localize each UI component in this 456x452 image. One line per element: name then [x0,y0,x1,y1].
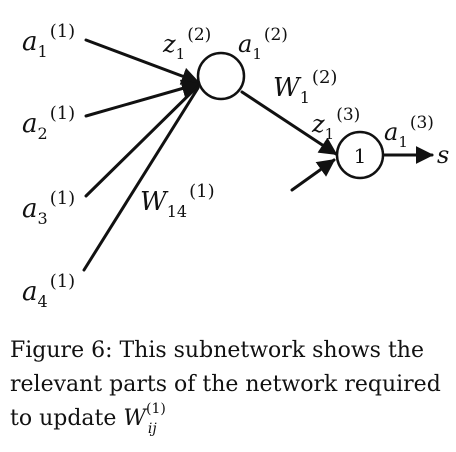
hidden-node [196,51,246,101]
output-node-label: 1 [354,144,367,168]
label-a1-layer2: a1(2) [238,25,288,63]
edge-hidden-to-output [240,90,338,156]
edge-a2-to-hidden [84,79,200,118]
edge-bias-to-output [290,158,336,192]
edge-a4-to-hidden [82,86,200,272]
output-symbol-s: s [437,141,449,169]
label-a1-layer3: a1(3) [384,113,434,151]
label-w1-layer2: W1(2) [273,67,337,107]
label-a1-layer1: a1(1) [22,21,75,61]
label-a3-layer1: a3(1) [22,188,75,228]
caption-math-wij: W(1)ij [123,401,166,437]
label-z1-layer2: z1(2) [162,25,211,63]
edge-a3-to-hidden [84,84,200,198]
caption-text: Figure 6: This subnetwork shows the rele… [10,338,441,431]
figure-caption: Figure 6: This subnetwork shows the rele… [10,334,450,438]
edge-a1-to-hidden [84,38,200,85]
label-a4-layer1: a4(1) [22,271,75,311]
label-a2-layer1: a2(1) [22,103,75,143]
neural-network-diagram: 1 s a1(1) a2(1) a3(1) a4(1) z1(2) a1(2) … [22,21,449,311]
label-z1-layer3: z1(3) [311,105,360,143]
label-w14-layer1: W14(1) [140,181,215,221]
